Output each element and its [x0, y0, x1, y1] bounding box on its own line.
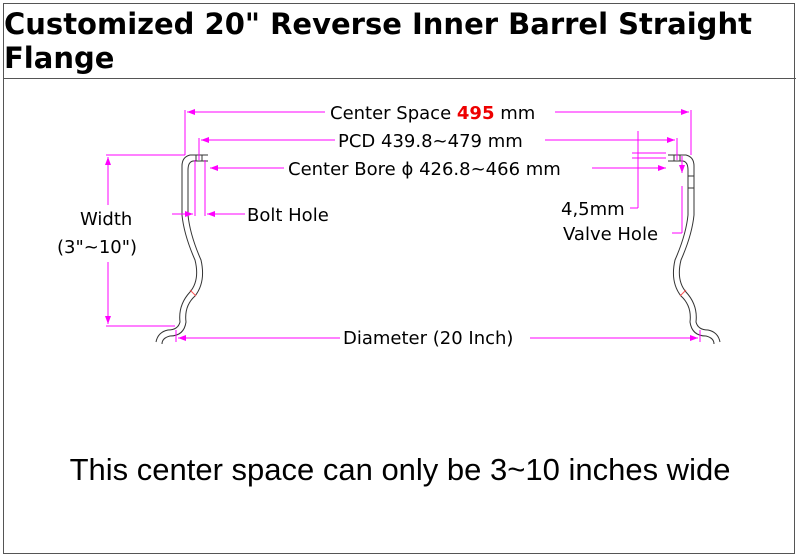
valve-hole-label: Valve Hole — [563, 224, 658, 245]
valve-hole-dimension: 4,5mm Valve Hole — [561, 131, 685, 245]
page-title: Customized 20" Reverse Inner Barrel Stra… — [4, 4, 796, 79]
center-space-label: Center Space 495 mm — [330, 103, 535, 124]
center-bore-dimension: Center Bore ϕ 426.8~466 mm — [210, 159, 666, 180]
center-space-dimension: Center Space 495 mm — [184, 103, 692, 155]
center-space-value: 495 — [457, 103, 495, 124]
left-rim-profile — [155, 154, 208, 345]
valve-size-label: 4,5mm — [561, 199, 625, 220]
center-bore-label: Center Bore ϕ 426.8~466 mm — [288, 159, 561, 180]
diameter-label: Diameter (20 Inch) — [343, 328, 513, 349]
footer-note: This center space can only be 3~10 inche… — [69, 452, 731, 487]
width-range-label: (3"~10") — [57, 237, 137, 258]
right-rim-profile — [668, 154, 721, 345]
pcd-dimension: PCD 439.8~479 mm — [198, 131, 678, 160]
diameter-dimension: Diameter (20 Inch) — [175, 328, 701, 349]
diagram-frame: Customized 20" Reverse Inner Barrel Stra… — [3, 3, 796, 554]
pcd-label: PCD 439.8~479 mm — [338, 131, 523, 152]
width-dimension: Width (3"~10") — [57, 154, 185, 327]
bolt-hole-label: Bolt Hole — [247, 205, 329, 226]
width-label: Width — [80, 209, 132, 230]
bolt-hole-dimension: Bolt Hole — [172, 160, 329, 226]
